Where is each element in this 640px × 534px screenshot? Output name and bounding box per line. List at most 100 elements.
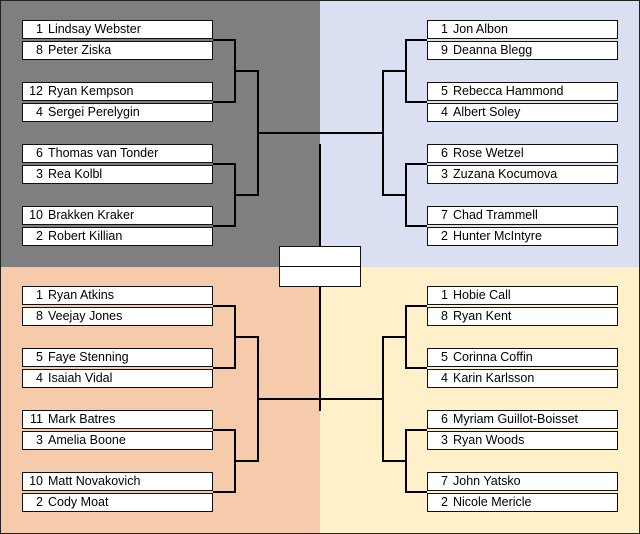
- connector-line: [234, 336, 258, 338]
- competitor-name: Mark Batres: [48, 412, 116, 426]
- championship-slot-bottom: [280, 267, 360, 286]
- seed-number: 5: [441, 350, 448, 364]
- bracket-slot: 10 Matt Novakovich: [22, 472, 213, 491]
- bracket-slot: 8 Ryan Kent: [427, 307, 618, 326]
- connector-line: [257, 132, 320, 134]
- connector-line: [405, 305, 427, 307]
- connector-line: [234, 70, 258, 72]
- competitor-name: Albert Soley: [453, 105, 521, 119]
- center-connector: [319, 144, 321, 247]
- competitor-name: Corinna Coffin: [453, 350, 533, 364]
- competitor-name: Deanna Blegg: [453, 43, 533, 57]
- connector-line: [405, 367, 427, 369]
- competitor-name: Ryan Woods: [453, 433, 525, 447]
- connector-line: [213, 101, 235, 103]
- connector-line: [405, 491, 427, 493]
- competitor-name: Rose Wetzel: [453, 146, 524, 160]
- connector-line: [382, 460, 406, 462]
- competitor-name: Rea Kolbl: [48, 167, 103, 181]
- competitor-name: Robert Killian: [48, 229, 123, 243]
- connector-line: [234, 194, 258, 196]
- bracket-slot: 1 Lindsay Webster: [22, 20, 213, 39]
- connector-line: [405, 101, 427, 103]
- bracket-slot: 5 Corinna Coffin: [427, 348, 618, 367]
- seed-number: 2: [441, 229, 448, 243]
- connector-line: [382, 70, 384, 196]
- competitor-name: Nicole Mericle: [453, 495, 532, 509]
- connector-line: [405, 429, 427, 431]
- competitor-name: John Yatsko: [453, 474, 521, 488]
- seed-number: 4: [36, 371, 43, 385]
- connector-line: [405, 225, 427, 227]
- bracket-slot: 1 Hobie Call: [427, 286, 618, 305]
- connector-line: [320, 398, 383, 400]
- bracket-slot: 5 Faye Stenning: [22, 348, 213, 367]
- competitor-name: Ryan Kent: [453, 309, 512, 323]
- seed-number: 12: [29, 84, 43, 98]
- competitor-name: Hobie Call: [453, 288, 511, 302]
- seed-number: 4: [441, 371, 448, 385]
- connector-line: [382, 336, 384, 462]
- seed-number: 1: [441, 22, 448, 36]
- competitor-name: Faye Stenning: [48, 350, 129, 364]
- seed-number: 4: [36, 105, 43, 119]
- seed-number: 10: [29, 208, 43, 222]
- connector-line: [382, 194, 406, 196]
- competitor-name: Veejay Jones: [48, 309, 123, 323]
- competitor-name: Lindsay Webster: [48, 22, 141, 36]
- seed-number: 1: [36, 22, 43, 36]
- connector-line: [257, 398, 320, 400]
- connector-line: [213, 305, 235, 307]
- competitor-name: Matt Novakovich: [48, 474, 141, 488]
- seed-number: 1: [441, 288, 448, 302]
- seed-number: 2: [36, 495, 43, 509]
- bracket-slot: 4 Isaiah Vidal: [22, 369, 213, 388]
- seed-number: 3: [441, 433, 448, 447]
- connector-line: [320, 132, 383, 134]
- competitor-name: Jon Albon: [453, 22, 508, 36]
- seed-number: 5: [36, 350, 43, 364]
- seed-number: 7: [441, 208, 448, 222]
- competitor-name: Sergei Perelygin: [48, 105, 140, 119]
- seed-number: 11: [30, 412, 43, 426]
- competitor-name: Zuzana Kocumova: [453, 167, 558, 181]
- connector-line: [213, 163, 235, 165]
- seed-number: 6: [441, 412, 448, 426]
- connector-line: [405, 163, 407, 227]
- championship-slot-top: [280, 247, 360, 267]
- competitor-name: Peter Ziska: [48, 43, 112, 57]
- seed-number: 8: [36, 309, 43, 323]
- connector-line: [234, 460, 258, 462]
- seed-number: 10: [29, 474, 43, 488]
- connector-line: [213, 429, 235, 431]
- seed-number: 2: [441, 495, 448, 509]
- bracket-slot: 1 Jon Albon: [427, 20, 618, 39]
- connector-line: [405, 429, 407, 493]
- connector-line: [213, 367, 235, 369]
- seed-number: 3: [441, 167, 448, 181]
- connector-line: [213, 39, 235, 41]
- connector-line: [405, 39, 407, 103]
- competitor-name: Isaiah Vidal: [48, 371, 113, 385]
- competitor-name: Karin Karlsson: [453, 371, 535, 385]
- seed-number: 9: [441, 43, 448, 57]
- bracket-slot: 2 Nicole Mericle: [427, 493, 618, 512]
- competitor-name: Ryan Atkins: [48, 288, 115, 302]
- competitor-name: Thomas van Tonder: [48, 146, 159, 160]
- bracket-slot: 8 Veejay Jones: [22, 307, 213, 326]
- seed-number: 8: [441, 309, 448, 323]
- connector-line: [382, 336, 406, 338]
- competitor-name: Chad Trammell: [453, 208, 538, 222]
- connector-line: [382, 70, 406, 72]
- bracket-slot: 4 Sergei Perelygin: [22, 103, 213, 122]
